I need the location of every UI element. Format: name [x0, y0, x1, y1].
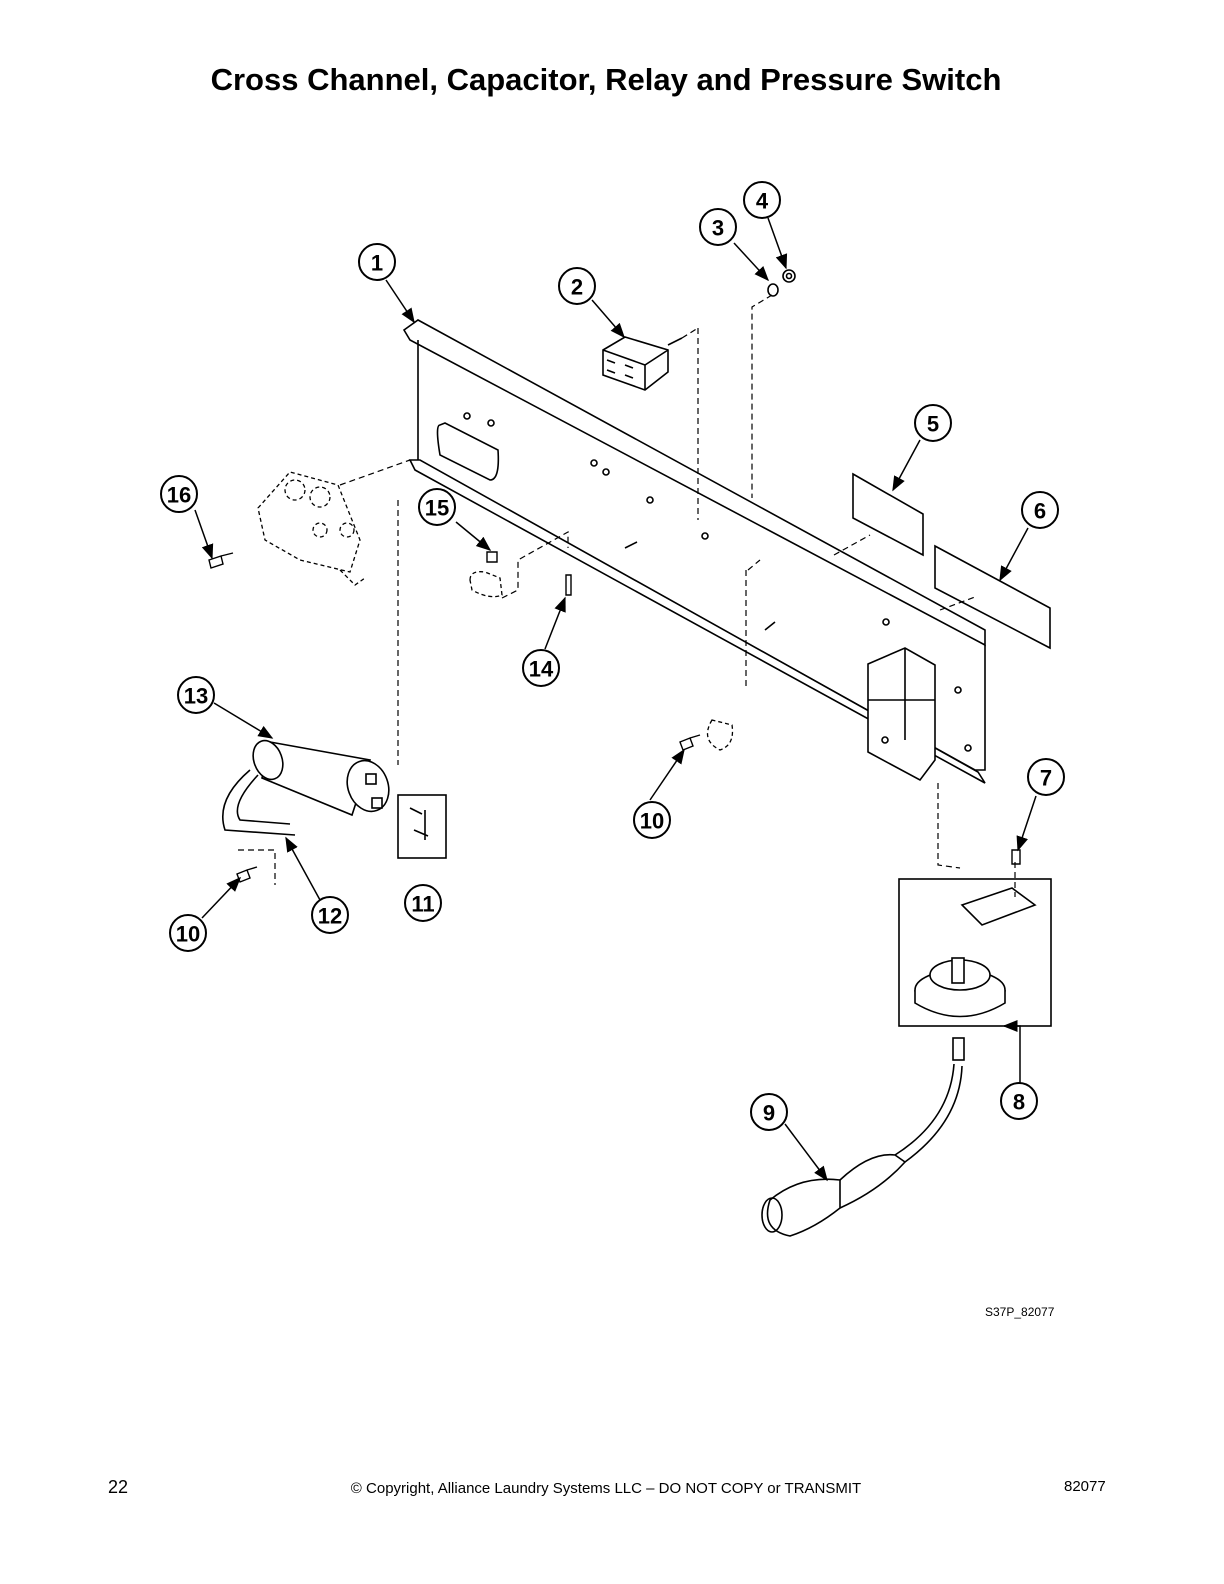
callout-2: 2 — [558, 267, 596, 305]
clamps — [469, 571, 734, 751]
water-valve — [257, 471, 366, 586]
hose — [761, 1037, 965, 1237]
svg-text:2: 2 — [571, 275, 583, 300]
svg-text:15: 15 — [425, 496, 449, 521]
callout-11: 11 — [404, 884, 442, 922]
assembly-lines — [238, 294, 1016, 897]
callouts: 1 2 3 4 5 6 7 8 9 10 10 11 12 13 14 15 1… — [160, 181, 1065, 1131]
svg-text:10: 10 — [640, 809, 664, 834]
svg-text:16: 16 — [167, 483, 191, 508]
svg-text:6: 6 — [1034, 499, 1046, 524]
callout-5: 5 — [914, 404, 952, 442]
terminals-box — [397, 794, 447, 859]
page-title: Cross Channel, Capacitor, Relay and Pres… — [210, 62, 1002, 97]
svg-text:3: 3 — [712, 216, 724, 241]
callout-10-b: 10 — [169, 914, 207, 952]
callout-13: 13 — [177, 676, 215, 714]
callout-14: 14 — [522, 649, 560, 687]
leader-lines — [194, 217, 1037, 1182]
svg-text:1: 1 — [371, 251, 383, 276]
svg-text:7: 7 — [1040, 766, 1052, 791]
svg-text:12: 12 — [318, 904, 342, 929]
labels — [852, 472, 1051, 650]
svg-text:9: 9 — [763, 1101, 775, 1126]
callout-15: 15 — [418, 488, 456, 526]
screws — [208, 551, 1021, 883]
svg-text:14: 14 — [529, 657, 554, 682]
relay — [602, 336, 683, 391]
callout-4: 4 — [743, 181, 781, 219]
washer-nut — [767, 269, 796, 297]
page-number: 22 — [108, 1477, 129, 1497]
svg-text:8: 8 — [1013, 1090, 1025, 1115]
document-number: 82077 — [1064, 1478, 1106, 1495]
cross-channel — [402, 319, 986, 784]
capacitor — [221, 739, 390, 836]
callout-9: 9 — [750, 1093, 788, 1131]
svg-text:11: 11 — [411, 892, 434, 917]
svg-text:10: 10 — [176, 922, 200, 947]
callout-3: 3 — [699, 208, 737, 246]
callout-8: 8 — [1000, 1082, 1038, 1120]
callout-6: 6 — [1021, 491, 1059, 529]
svg-text:13: 13 — [184, 684, 208, 709]
callout-7: 7 — [1027, 758, 1065, 796]
svg-text:5: 5 — [927, 412, 939, 437]
svg-text:4: 4 — [756, 189, 769, 214]
callout-16: 16 — [160, 475, 198, 513]
drawing-id: S37P_82077 — [985, 1305, 1055, 1319]
callout-1: 1 — [358, 243, 396, 281]
callout-10-a: 10 — [633, 801, 671, 839]
callout-12: 12 — [311, 896, 349, 934]
copyright-notice: © Copyright, Alliance Laundry Systems LL… — [350, 1480, 862, 1497]
pressure-switch-box — [898, 878, 1052, 1027]
